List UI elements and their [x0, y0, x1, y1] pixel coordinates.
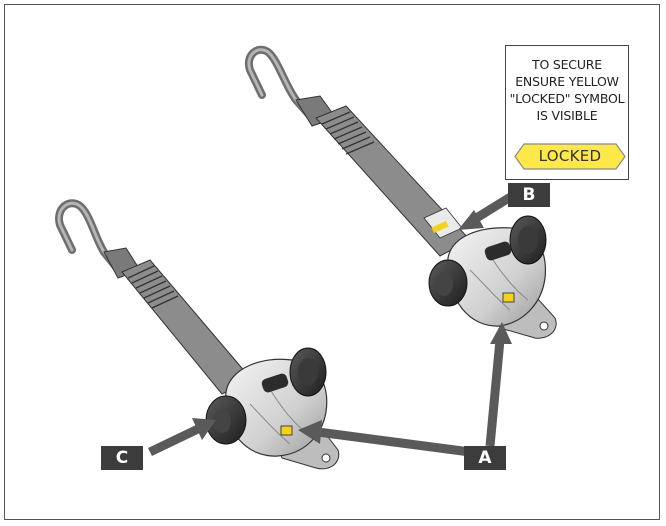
- rear-left-knob: [428, 259, 468, 307]
- arrow-a-rear: [485, 339, 505, 447]
- callout-c: C: [101, 446, 143, 470]
- rear-tie-down: [244, 45, 557, 339]
- front-strap: [121, 259, 253, 395]
- arrow-c: [148, 423, 202, 457]
- notice-line-2: ENSURE YELLOW: [515, 74, 619, 89]
- front-right-knob: [289, 347, 327, 397]
- callout-arrows: [148, 192, 515, 457]
- notice-line-4: IS VISIBLE: [536, 108, 598, 123]
- notice-text: TO SECURE ENSURE YELLOW "LOCKED" SYMBOL …: [506, 56, 628, 124]
- locked-badge: LOCKED: [514, 143, 626, 170]
- locked-badge-label: LOCKED: [538, 147, 602, 165]
- callout-a: A: [464, 446, 506, 470]
- notice-line-1: TO SECURE: [532, 57, 602, 72]
- notice-line-3: "LOCKED" SYMBOL: [509, 91, 625, 106]
- front-locked-indicator: [280, 425, 293, 436]
- rear-locked-indicator: [502, 292, 515, 303]
- rear-right-knob: [509, 215, 547, 265]
- callout-b: B: [508, 183, 550, 207]
- lock-notice-box: TO SECURE ENSURE YELLOW "LOCKED" SYMBOL …: [505, 45, 629, 180]
- arrow-a-front: [317, 427, 471, 457]
- front-left-knob: [205, 395, 247, 445]
